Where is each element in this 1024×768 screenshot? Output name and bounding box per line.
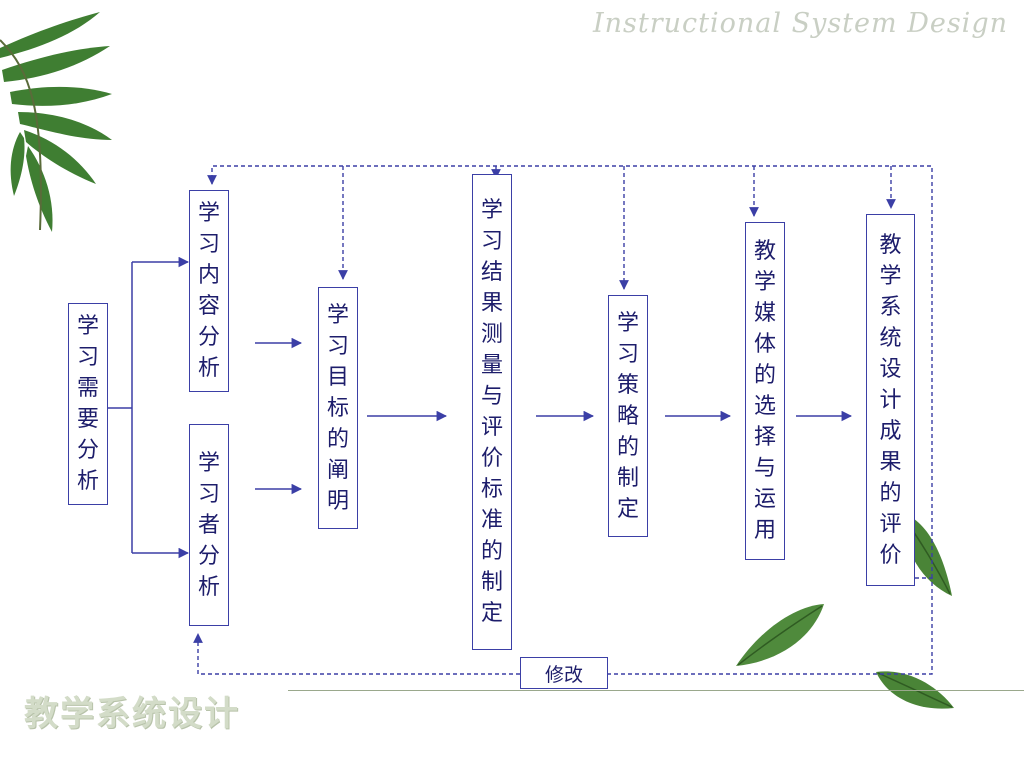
node-needs-analysis: 学习需要分析	[68, 303, 108, 505]
node-learner-analysis: 学习者分析	[189, 424, 229, 626]
header-title: Instructional System Design	[592, 8, 1008, 39]
node-strategy: 学习策略的制定	[608, 295, 648, 537]
node-objectives: 学习目标的阐明	[318, 287, 358, 529]
footer-divider	[288, 690, 1024, 691]
node-media: 教学媒体的选择与运用	[745, 222, 785, 560]
node-evaluation: 教学系统设计成果的评价	[866, 214, 915, 586]
node-assessment: 学习结果测量与评价标准的制定	[472, 174, 512, 650]
node-content-analysis: 学习内容分析	[189, 190, 229, 392]
revise-label: 修改	[520, 657, 608, 689]
footer-title: 教学系统设计	[24, 694, 240, 734]
